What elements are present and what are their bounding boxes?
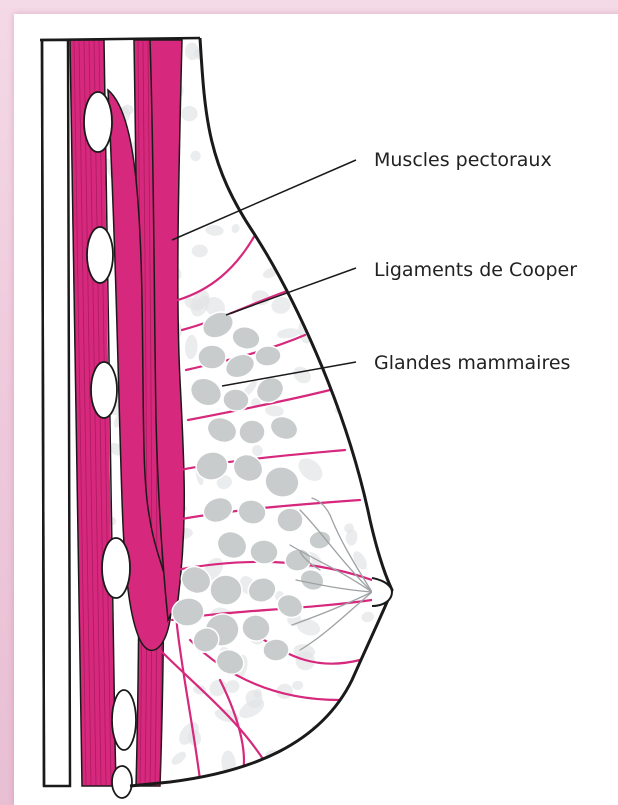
- label-glandes-mammaires: Glandes mammaires: [374, 352, 570, 374]
- fat-lobule: [306, 319, 325, 334]
- fat-lobule: [303, 134, 330, 146]
- breast-anatomy-diagram: Muscles pectoraux Ligaments de Cooper Gl…: [14, 14, 618, 805]
- fat-lobule: [221, 112, 235, 136]
- label-ligaments-de-cooper: Ligaments de Cooper: [374, 259, 577, 281]
- fat-lobule: [310, 244, 317, 265]
- fat-lobule: [295, 129, 304, 155]
- fat-lobule: [298, 109, 327, 133]
- fat-lobule: [281, 150, 307, 173]
- chest-wall: [42, 40, 70, 786]
- fat-lobule: [240, 190, 255, 198]
- fat-lobule: [226, 121, 242, 137]
- fat-lobule: [284, 133, 312, 161]
- gland-lobe: [198, 345, 226, 369]
- fat-lobule: [235, 52, 265, 79]
- fat-lobule: [273, 754, 290, 773]
- fat-lobule: [293, 84, 314, 102]
- fat-lobule: [356, 145, 369, 164]
- fat-lobule: [320, 174, 337, 190]
- rib: [84, 92, 112, 152]
- fat-lobule: [348, 255, 365, 276]
- rib: [112, 766, 132, 798]
- fat-lobule: [305, 223, 322, 239]
- fat-lobule: [302, 201, 323, 223]
- fat-lobule: [338, 732, 364, 762]
- rib: [112, 690, 136, 750]
- rib: [91, 362, 117, 418]
- illustration-panel: Muscles pectoraux Ligaments de Cooper Gl…: [14, 14, 618, 805]
- gland-lobe: [277, 508, 303, 532]
- fat-lobule: [254, 92, 280, 121]
- label-muscles-pectoraux: Muscles pectoraux: [374, 149, 552, 171]
- fat-lobule: [319, 328, 332, 342]
- fat-lobule: [291, 208, 313, 227]
- fat-lobule: [320, 211, 333, 220]
- fat-lobule: [286, 213, 310, 233]
- fat-lobule: [352, 363, 366, 377]
- fat-lobule: [274, 166, 296, 186]
- fat-lobule: [306, 732, 329, 759]
- rib: [102, 538, 130, 598]
- fat-lobule: [230, 64, 248, 79]
- fat-lobule: [278, 213, 292, 225]
- fat-lobule: [334, 315, 357, 341]
- rib: [87, 227, 113, 283]
- fat-lobule: [260, 200, 287, 231]
